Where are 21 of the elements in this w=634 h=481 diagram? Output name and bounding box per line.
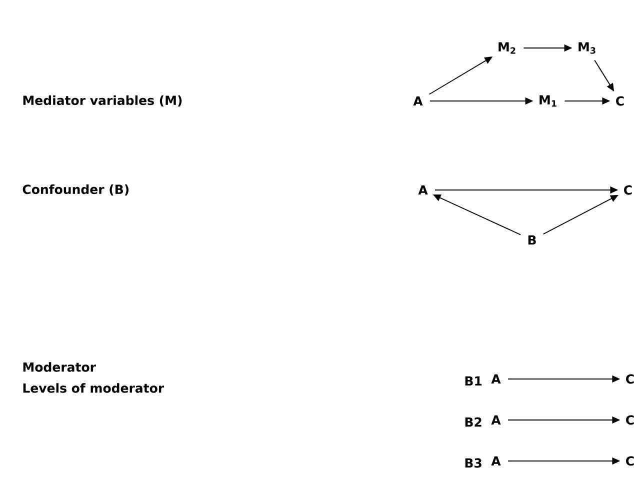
variable-label: A — [491, 415, 501, 425]
text-label: Confounder (B) — [22, 184, 128, 196]
text-label: B2 — [465, 417, 482, 427]
variable-label: M$_{1}$ — [540, 95, 556, 107]
variable-label: M$_{3}$ — [578, 42, 596, 54]
variable-label: C — [616, 96, 624, 106]
variable-label: A — [491, 456, 501, 466]
text-label: Moderator — [23, 362, 96, 372]
variable-label: C — [626, 456, 634, 466]
text-label: Levels of moderator — [23, 383, 164, 393]
variable-label: C — [626, 374, 634, 384]
variable-label: A — [413, 96, 423, 106]
variable-label: B — [528, 235, 536, 245]
variable-label: M$_{2}$ — [498, 42, 516, 54]
variable-label: A — [491, 374, 501, 384]
variable-label: C — [626, 415, 634, 425]
text-label: Mediator variables (M) — [23, 95, 182, 107]
variable-label: A — [418, 185, 428, 195]
text-label: B1 — [465, 376, 482, 386]
text-label: B3 — [465, 458, 482, 468]
variable-label: C — [624, 185, 632, 195]
